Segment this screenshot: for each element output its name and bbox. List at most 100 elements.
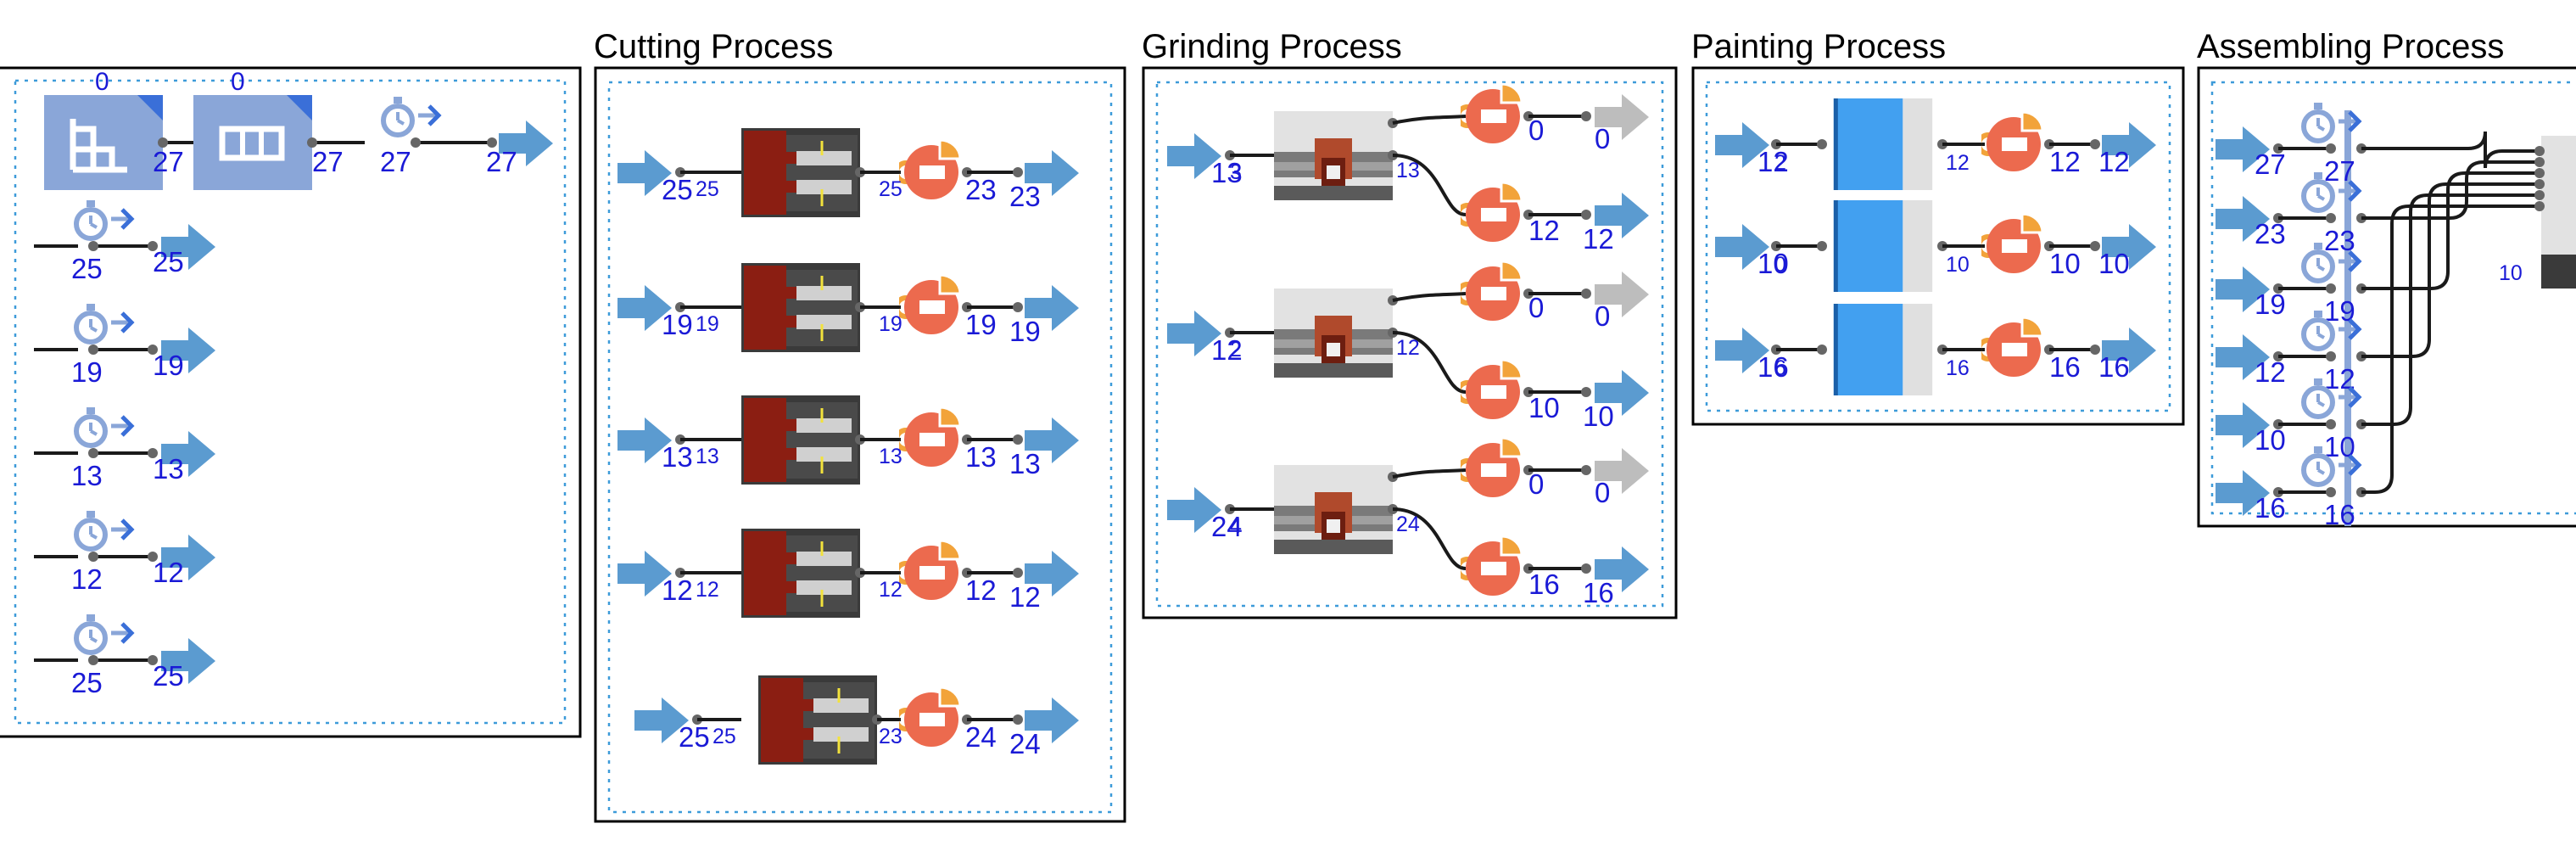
row-label-c: 10 [2049, 248, 2081, 279]
row-label-a: 6 [1774, 356, 1786, 380]
port-dot [88, 552, 98, 562]
row-in-label: 12 [1211, 334, 1243, 366]
row-label-d: 12 [1009, 581, 1041, 613]
connector-wire [2361, 160, 2540, 220]
port-dot [2326, 351, 2336, 361]
row-label-b: 19 [879, 312, 902, 336]
port-dot [1013, 434, 1023, 445]
row-mid-label: 23 [2324, 225, 2355, 256]
connector-wire [2361, 182, 2540, 358]
row-in-label: 12 [71, 563, 103, 595]
row-label-d2: 12 [1583, 223, 1614, 255]
row-label-b: 12 [1396, 336, 1420, 360]
port-dot [1817, 139, 1827, 149]
row-label-b: 10 [1946, 253, 1970, 277]
row-out-label: 19 [153, 350, 184, 381]
port-dot [487, 137, 497, 148]
row-label-b: 24 [1396, 513, 1420, 536]
row-in-label: 25 [662, 174, 693, 205]
row-in-label: 12 [2255, 356, 2286, 388]
port-dot [1013, 568, 1023, 578]
queue-icon-1[interactable] [44, 95, 163, 190]
row-label-b: 12 [879, 578, 902, 602]
row-in-label: 25 [71, 253, 103, 284]
row-out-label: 25 [153, 246, 184, 277]
connector-wire [1392, 331, 1467, 394]
port-dot [2326, 143, 2336, 154]
row-in-label: 12 [662, 574, 693, 606]
connector-wire [1392, 507, 1467, 570]
row-in-label: 13 [1211, 157, 1243, 188]
row-in-label: 13 [71, 460, 103, 491]
row-label-c: 24 [965, 721, 997, 753]
grinding-panel-title: Grinding Process [1142, 28, 1402, 65]
painting-machine [1833, 304, 1933, 395]
row-label-d2: 10 [1583, 401, 1614, 432]
row-label-c: 16 [2049, 351, 2081, 383]
chain-label: 27 [153, 146, 184, 177]
row-label-d: 24 [1009, 728, 1041, 759]
row-in-label: 19 [71, 356, 103, 388]
connector-wire [2361, 193, 2540, 426]
port-dot [158, 137, 168, 148]
row-label-c2: 12 [1528, 215, 1560, 246]
port-dot [2090, 139, 2100, 149]
row-in-label: 10 [1757, 248, 1789, 279]
port-dot [307, 137, 317, 148]
queue-icon-2[interactable] [193, 95, 312, 190]
row-label-b: 23 [879, 725, 902, 748]
connector-wire [2361, 131, 2540, 169]
row-out-label: 25 [153, 660, 184, 692]
connector-wire [1392, 154, 1467, 216]
row-label-d: 13 [1009, 448, 1041, 479]
cutting-machine [741, 395, 860, 485]
connector-wire [1392, 468, 1467, 479]
connector-wire [2361, 204, 2540, 494]
source-row-4: 12 12 [34, 511, 215, 595]
cutting-machine [741, 529, 860, 618]
row-in-label: 23 [2255, 218, 2286, 249]
painting-panel-inner-border [1705, 81, 2171, 412]
row-out-label: 13 [153, 453, 184, 485]
row-out-label: 12 [153, 557, 184, 588]
port-dot [2326, 213, 2336, 223]
port-dot [2534, 201, 2545, 211]
row-label-a: 25 [712, 725, 736, 748]
painting-panel-title: Painting Process [1691, 28, 1946, 65]
row-in-label: 24 [1211, 511, 1243, 542]
row-label-d: 10 [2098, 248, 2130, 279]
row-label-c1: 0 [1528, 115, 1544, 146]
queue-body [193, 95, 312, 190]
chain-label: 27 [380, 146, 411, 177]
row-in-label: 27 [2255, 148, 2286, 180]
row-in-label: 19 [662, 309, 693, 340]
port-dot [1013, 167, 1023, 177]
row-label-c: 19 [965, 309, 997, 340]
queue-glyph-bars [240, 129, 264, 158]
connector-wire [2361, 171, 2540, 290]
row-label-b: 13 [1396, 159, 1420, 182]
row-in-label: 12 [1757, 146, 1789, 177]
source-row-1: 25 25 [34, 200, 215, 284]
cutting-machine [758, 675, 877, 765]
hierarchy-icon [70, 119, 127, 173]
row-label-d2: 16 [1583, 577, 1614, 608]
queue-2-count: 0 [231, 68, 245, 96]
assembling-panel: Assembling Process [2197, 28, 2576, 528]
queue-1-count: 0 [95, 68, 109, 96]
port-dot [148, 448, 158, 458]
